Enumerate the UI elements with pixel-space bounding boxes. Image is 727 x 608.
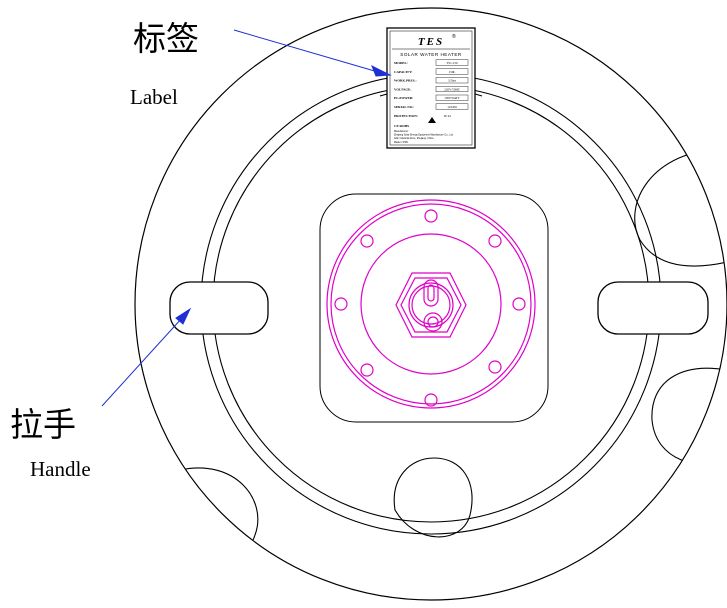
hex-nut-inner [400, 277, 462, 333]
nameplate-value-box [435, 85, 469, 92]
nameplate-row-key: SERIAL NO.: [394, 105, 414, 109]
nameplate-row-key: MODEL: [394, 61, 408, 65]
bolt-hole [488, 360, 502, 374]
nameplate-brand-mark: ® [452, 33, 456, 40]
nut-bore [408, 282, 454, 328]
terminal-inner [427, 316, 439, 328]
label-leader-line [233, 29, 379, 73]
handle-leader-arrowhead [175, 307, 192, 325]
outer-shell-circle [134, 7, 727, 601]
nameplate-manufacturer-line: Made in PRC [394, 141, 408, 144]
nameplate-row-value: IP 44 [444, 114, 451, 118]
nameplate-value-box [435, 59, 469, 66]
nameplate-manufacturer-line: Add: Industrial Zone, Zhejiang, China [394, 137, 434, 140]
bolt-hole [360, 234, 374, 248]
nameplate-row-key: WORK.PRES.: [394, 79, 417, 83]
rim-cutouts [179, 147, 727, 581]
nameplate-value-box [435, 103, 469, 110]
thermostat-pocket [423, 279, 439, 307]
nut-bore-inner [411, 285, 451, 325]
flange-outer-circle [326, 199, 536, 409]
nameplate-row-key: VOLTAGE: [394, 87, 411, 91]
handle-callout-en: Handle [30, 457, 91, 481]
handle-leader-line [101, 317, 183, 407]
nameplate-row-value: 1500 WATT [444, 96, 460, 100]
flange-second-circle [330, 203, 532, 405]
label-leader-arrowhead [371, 64, 392, 77]
nameplate-product: SOLAR WATER HEATER [400, 52, 462, 57]
nameplate-brand: TES [418, 36, 444, 48]
nameplate-border [386, 27, 476, 149]
bolt-hole [360, 363, 374, 377]
nameplate-row-key: EL.POWER: [394, 96, 413, 100]
flange-square [319, 193, 549, 423]
warning-triangle-icon [428, 117, 436, 123]
bolt-hole [424, 209, 438, 223]
nameplate-cert: CE ROHS [394, 124, 409, 128]
bolt-hole [512, 297, 526, 311]
nameplate-value-box [435, 77, 469, 84]
nameplate-row-value: TS1-150 [446, 61, 458, 65]
heating-element-flange [326, 199, 536, 409]
nameplate-manufacturer-line: Manufacturer: [394, 130, 409, 133]
label-callout-en: Label [130, 85, 178, 109]
bolt-hole [488, 234, 502, 248]
callout-leaders [101, 29, 392, 407]
nameplate-row-value: 123456 [447, 105, 457, 109]
right-handle[interactable] [597, 281, 709, 335]
middle-ring-inner [212, 85, 650, 523]
left-handle[interactable] [169, 281, 269, 335]
nameplate-row-value: 150L [449, 70, 456, 74]
flange-inner-circle [360, 233, 502, 375]
cutout-right-upper [634, 147, 727, 267]
nameplate-manufacturer-line: Zhejiang Solar Energy Equipment Manufact… [394, 134, 454, 137]
nameplate-row-key: CAPACITY: [394, 70, 412, 74]
cutout-bottom-center [393, 457, 473, 538]
cutout-bottom-left [179, 467, 259, 581]
nameplate-row-value: 220V/50HZ [444, 87, 459, 91]
nameplate-manufacturer: Manufacturer:Zhejiang Solar Energy Equip… [394, 130, 454, 144]
thermostat-pocket-inner [427, 284, 435, 302]
nameplate-value-box [435, 68, 469, 75]
nameplate: TES ® SOLAR WATER HEATER MODEL: TS1-150CA… [386, 27, 476, 149]
handle-callout-cn: 拉手 [10, 406, 76, 443]
nameplate-row-key: PROTECTION: [394, 114, 418, 118]
label-callout-cn: 标签 [133, 20, 199, 57]
bolt-hole [424, 393, 438, 407]
nameplate-value-box [435, 94, 469, 101]
hex-nut [395, 272, 467, 338]
bolt-hole [334, 297, 348, 311]
terminal-outer [423, 312, 443, 332]
nameplate-row-value: 3.5bar [448, 79, 457, 83]
